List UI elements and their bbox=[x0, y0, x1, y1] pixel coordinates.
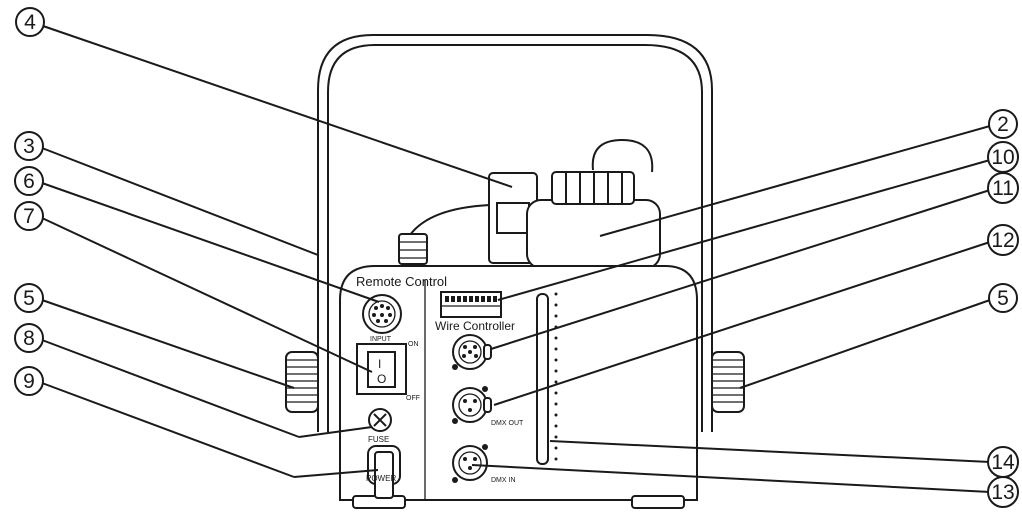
dmx-in-label: DMX IN bbox=[491, 477, 516, 484]
svg-text:12: 12 bbox=[991, 229, 1014, 252]
callout-6: 6 bbox=[14, 166, 44, 196]
power-plug bbox=[374, 451, 394, 499]
fluid-tank-loop bbox=[591, 138, 654, 173]
svg-text:10: 10 bbox=[991, 146, 1014, 169]
knob-left-grip bbox=[286, 359, 318, 403]
callout-8: 8 bbox=[14, 323, 44, 353]
switch-on-label: ON bbox=[408, 341, 419, 348]
callout-12: 12 bbox=[987, 224, 1019, 256]
foot-right bbox=[631, 495, 685, 509]
fluid-level-window bbox=[536, 293, 549, 465]
svg-text:7: 7 bbox=[23, 205, 35, 228]
callout-5-left: 5 bbox=[14, 283, 44, 313]
fluid-level-scale bbox=[554, 292, 558, 461]
power-switch-off-mark: O bbox=[377, 372, 386, 386]
power-label: POWER bbox=[366, 474, 396, 483]
remote-input-pins bbox=[372, 304, 392, 323]
fuse-icon bbox=[373, 413, 387, 427]
svg-text:4: 4 bbox=[24, 11, 36, 34]
knob-right-grip bbox=[712, 359, 744, 403]
wire-controller-dip-switch bbox=[440, 291, 502, 318]
svg-text:9: 9 bbox=[23, 370, 35, 393]
callout-4: 4 bbox=[15, 7, 45, 37]
svg-text:11: 11 bbox=[992, 177, 1014, 200]
callout-5-right: 5 bbox=[988, 283, 1018, 313]
callout-13: 13 bbox=[987, 476, 1019, 508]
svg-text:3: 3 bbox=[23, 135, 35, 158]
svg-text:2: 2 bbox=[997, 113, 1009, 136]
callout-11: 11 bbox=[987, 172, 1019, 204]
dmx-in-xlr bbox=[452, 444, 488, 483]
svg-text:5: 5 bbox=[23, 287, 35, 310]
wire-controller-xlr bbox=[452, 334, 492, 370]
remote-control-label: Remote Control bbox=[356, 274, 447, 289]
svg-text:14: 14 bbox=[991, 451, 1015, 474]
callout-3: 3 bbox=[14, 131, 44, 161]
svg-text:8: 8 bbox=[23, 327, 35, 350]
cable-gland bbox=[398, 233, 428, 265]
callout-2: 2 bbox=[988, 109, 1018, 139]
remote-cable bbox=[409, 204, 491, 236]
carry-handle-inner bbox=[327, 44, 703, 432]
wire-controller-label: Wire Controller bbox=[435, 319, 515, 333]
dmx-out-xlr bbox=[452, 386, 492, 424]
input-label: INPUT bbox=[370, 336, 392, 343]
svg-text:13: 13 bbox=[991, 481, 1014, 504]
knob-left bbox=[285, 351, 319, 413]
leader-lines bbox=[41, 25, 991, 493]
fuse-label: FUSE bbox=[368, 435, 389, 444]
callout-9: 9 bbox=[14, 366, 44, 396]
callout-14: 14 bbox=[987, 446, 1019, 478]
power-switch-on-mark: I bbox=[378, 357, 381, 371]
fluid-tank-clip-tab bbox=[496, 202, 530, 234]
remote-input-socket-inner bbox=[368, 300, 396, 328]
switch-off-label: OFF bbox=[406, 395, 420, 402]
dmx-out-label: DMX OUT bbox=[491, 420, 524, 427]
callout-7: 7 bbox=[14, 201, 44, 231]
fluid-tank bbox=[526, 199, 661, 269]
main-housing bbox=[339, 265, 698, 501]
knob-right bbox=[711, 351, 745, 413]
svg-text:5: 5 bbox=[997, 287, 1009, 310]
carry-handle bbox=[317, 34, 713, 432]
svg-text:6: 6 bbox=[23, 170, 35, 193]
dip-switch-levers bbox=[445, 296, 497, 302]
callout-10: 10 bbox=[987, 141, 1019, 173]
